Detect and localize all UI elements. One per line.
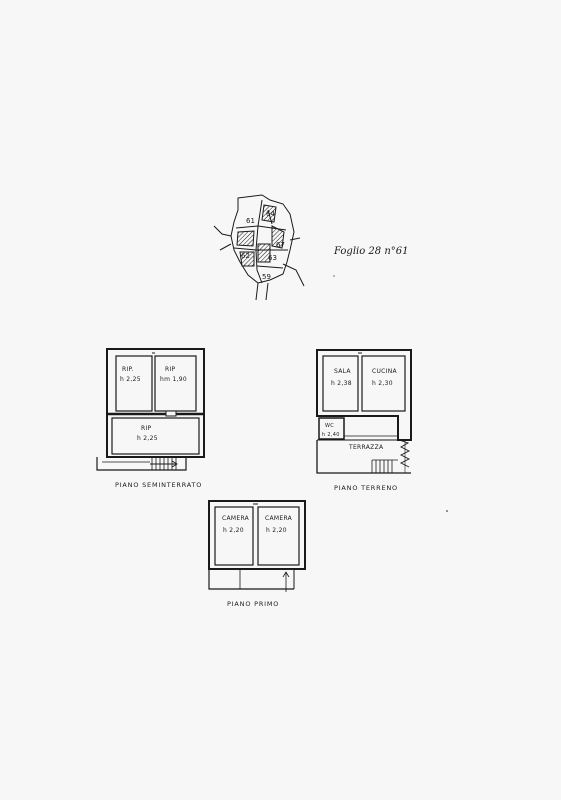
scan-speck: [333, 275, 335, 277]
room-name: CUCINA: [372, 368, 398, 375]
room-height: h 2,25: [137, 435, 158, 442]
room-height: h 2,25: [120, 376, 141, 383]
room-name: RIP.: [122, 366, 134, 373]
cadastral-map: [213, 194, 305, 301]
room-name: SALA: [334, 368, 351, 375]
room-name: WC: [325, 423, 334, 429]
room-name: CAMERA: [222, 515, 250, 522]
plan-seminterrato: [96, 348, 205, 471]
terrace-label: TERRAZZA: [348, 444, 384, 451]
parcel-label: 64: [266, 210, 275, 218]
parcel-label: 63: [268, 254, 277, 262]
plan-primo: [208, 500, 306, 592]
cadastral-reference: Foglio 28 n°61: [333, 246, 408, 257]
room-name: RIP: [141, 425, 152, 432]
room-height: h 2,40: [322, 432, 340, 438]
plan-terreno: [316, 349, 412, 474]
room-name: RIP: [165, 366, 176, 373]
room-height: h 2,20: [266, 527, 287, 534]
parcel-numbers: 61 64 67 62 63 59: [241, 210, 285, 281]
room-height: h 2,30: [372, 380, 393, 387]
plan-caption: PIANO TERRENO: [334, 484, 398, 492]
room-height: h 2,38: [331, 380, 352, 387]
parcel-label: 62: [241, 252, 250, 260]
room-name: CAMERA: [265, 515, 293, 522]
scan-speck: [446, 510, 448, 512]
parcel-label: 67: [276, 241, 285, 249]
plan-caption: PIANO SEMINTERRATO: [115, 481, 202, 489]
room-height: hm 1,90: [160, 376, 187, 383]
room-height: h 2,20: [223, 527, 244, 534]
parcel-label: 61: [246, 217, 255, 225]
plan-caption: PIANO PRIMO: [227, 600, 279, 608]
parcel-label: 59: [262, 273, 271, 281]
